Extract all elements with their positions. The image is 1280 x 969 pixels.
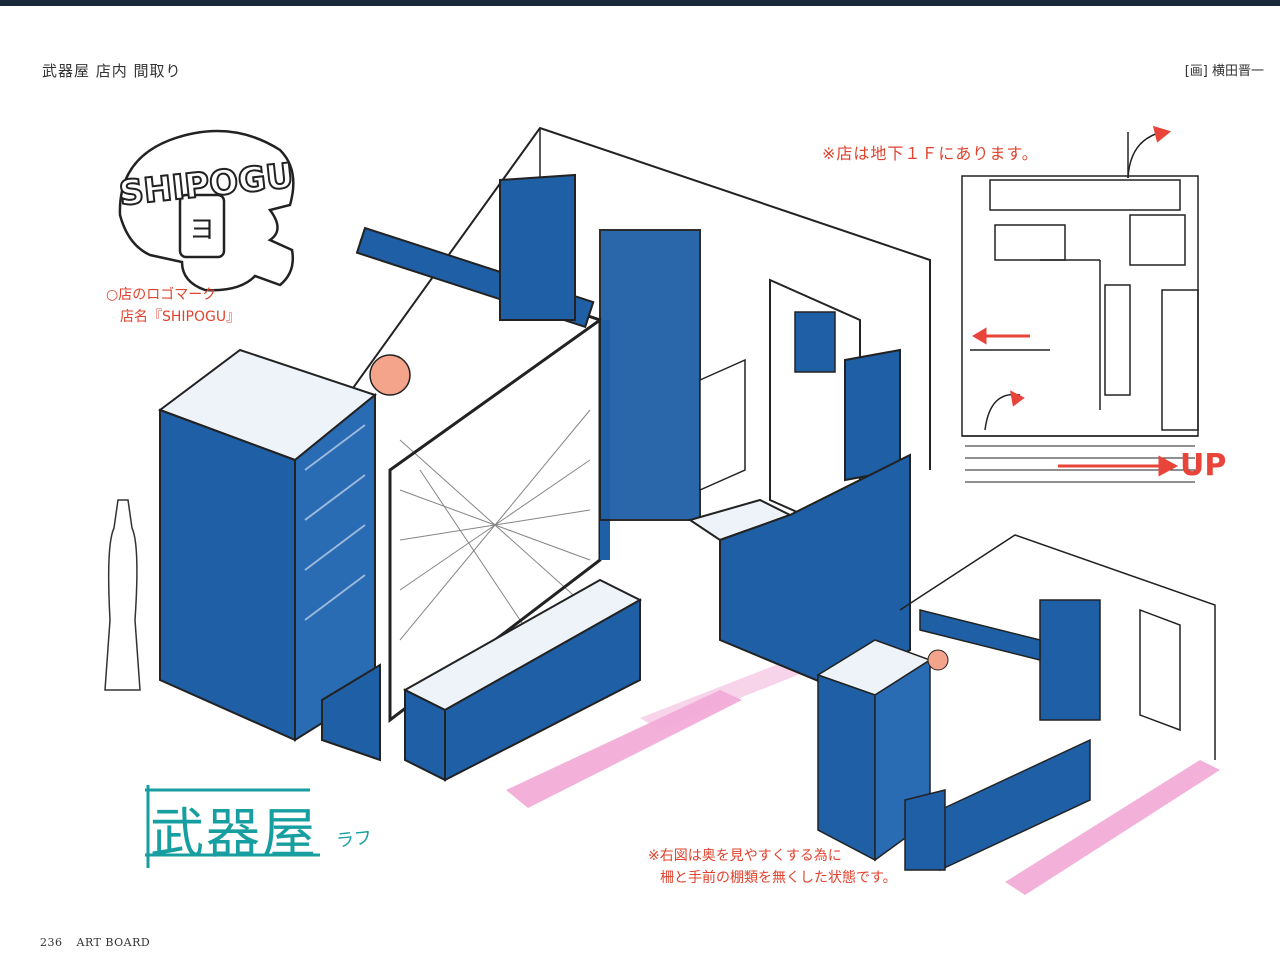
logo-caption-line2: 店名『SHIPOGU』	[120, 309, 241, 325]
top-edge-rule	[0, 0, 1280, 6]
mannequin-outline	[104, 499, 141, 691]
rough-sketch-subtitle: ラフ	[335, 827, 374, 852]
logo-caption-line1: ○店のロゴマーク	[106, 287, 217, 303]
rough-title-frame	[145, 785, 320, 868]
rough-sketch-title: 武器屋	[150, 802, 318, 865]
page-title: 武器屋 店内 間取り	[42, 62, 182, 80]
main-shop-sketch	[157, 126, 931, 808]
small-sketch-note: ※右図は奥を見やすくする為に 柵と手前の棚類を無くした状態です。	[648, 845, 897, 889]
page-number: 236	[40, 936, 63, 949]
small-sketch-note-line2: 柵と手前の棚類を無くした状態です。	[660, 870, 897, 886]
floor-plan-arrows	[972, 125, 1179, 477]
book-title: ART BOARD	[76, 936, 151, 949]
small-shop-sketch	[816, 534, 1220, 895]
svg-text:ヨ: ヨ	[189, 215, 215, 245]
page-footer: 236 ART BOARD	[40, 936, 150, 949]
small-sketch-note-line1: ※右図は奥を見やすくする為に	[648, 848, 842, 864]
floor-plan-sketch	[961, 131, 1199, 483]
artist-credit: [画] 横田晋一	[1184, 64, 1264, 79]
up-label: UP	[1180, 448, 1227, 483]
shipogu-logo: ヨ SHIPOGU	[116, 129, 296, 292]
logo-caption: ○店のロゴマーク 店名『SHIPOGU』	[106, 284, 240, 328]
floor-plan-note: ※店は地下１Ｆにあります。	[822, 144, 1039, 163]
